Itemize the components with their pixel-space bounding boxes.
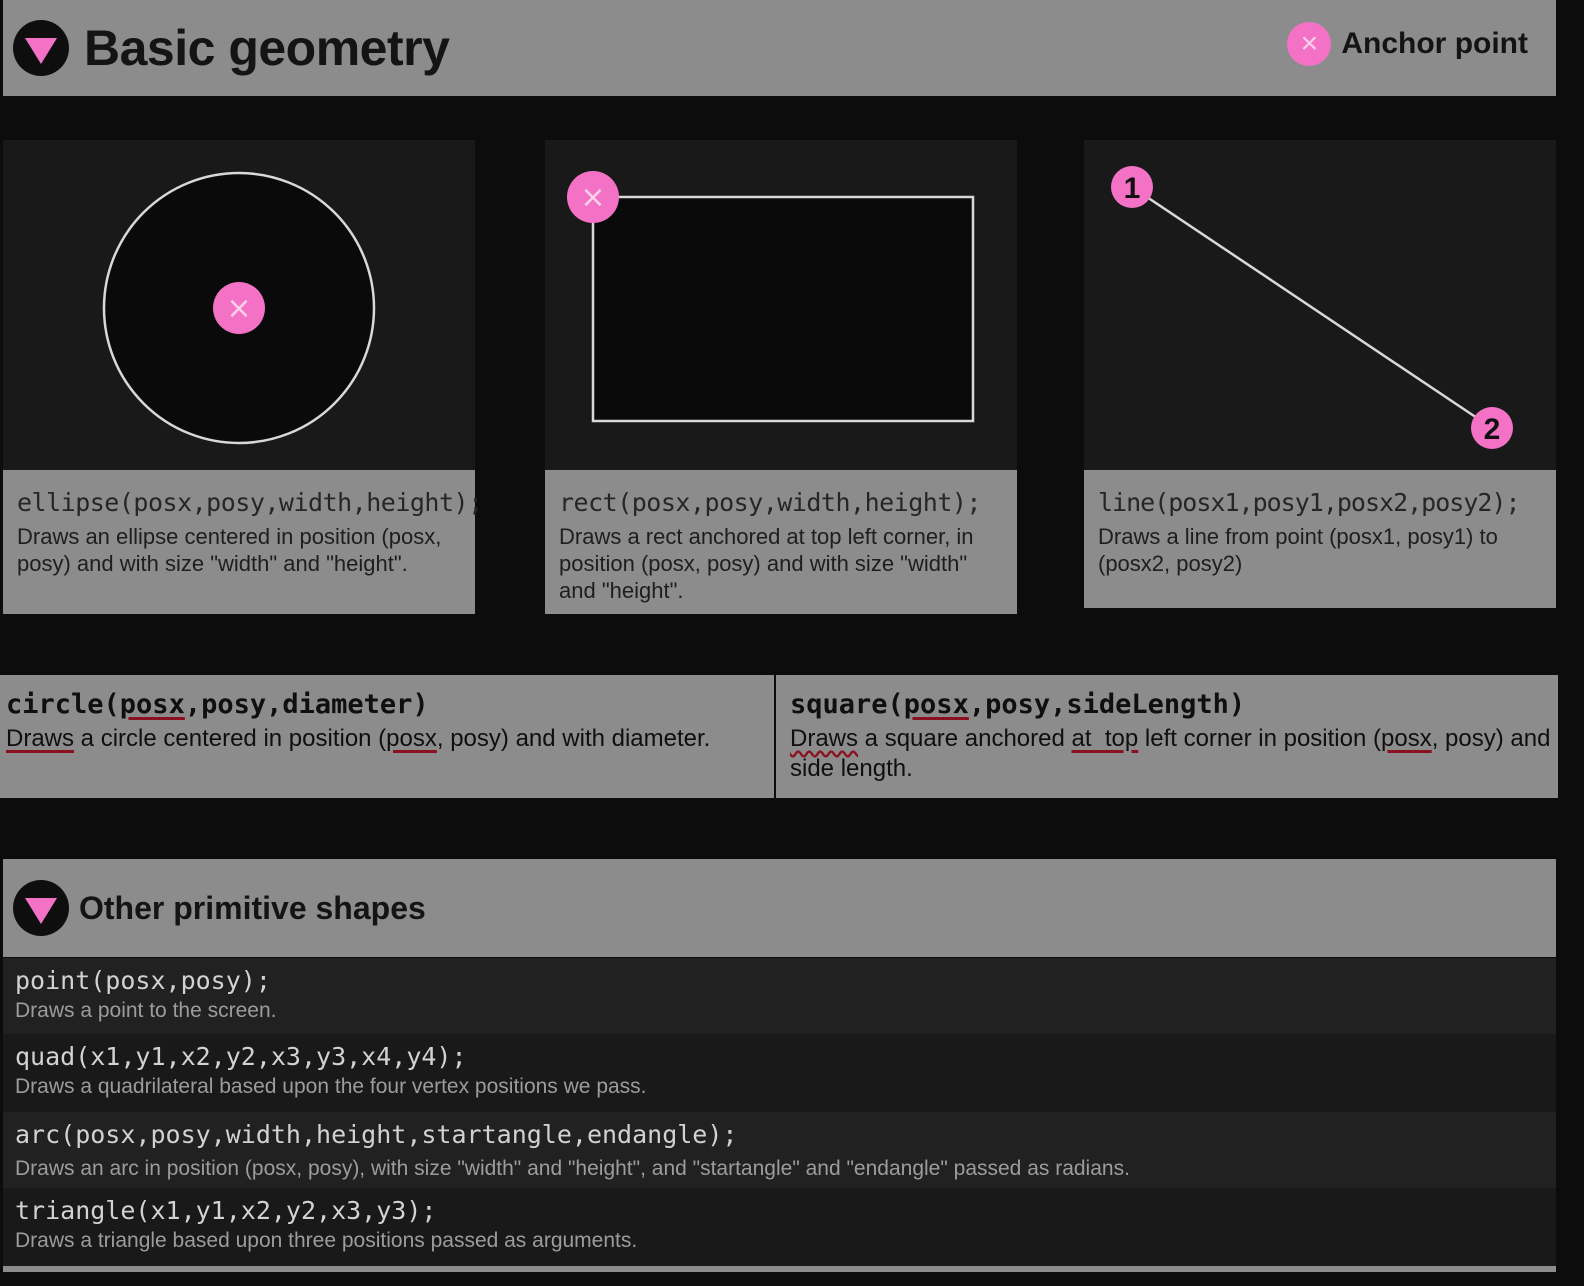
code-text: square( [790, 689, 904, 720]
list-item-code: point(posx,posy); [15, 966, 271, 995]
circle-code: circle(posx,posy,diameter) [6, 689, 768, 720]
rect-caption: rect(posx,posy,width,height); Draws a re… [545, 470, 1017, 614]
desc-text: a circle centered in position ( [74, 725, 387, 752]
ellipse-anchor-point [213, 282, 265, 334]
line-caption: line(posx1,posy1,posx2,posy2); Draws a l… [1084, 470, 1556, 608]
rect-anchor-point [567, 171, 619, 223]
spell-marked-word[interactable]: posx [1381, 725, 1432, 752]
rect-code: rect(posx,posy,width,height); [559, 488, 982, 517]
list-item-code: arc(posx,posy,width,height,startangle,en… [15, 1120, 738, 1149]
rect-shape [591, 195, 975, 423]
ellipse-code: ellipse(posx,posy,width,height); [17, 488, 483, 517]
code-text: ,posy,diameter) [184, 689, 429, 720]
point-1-label: 1 [1124, 172, 1141, 205]
circle-box: circle(posx,posy,diameter) Draws a circl… [0, 675, 774, 798]
list-item-arc: arc(posx,posy,width,height,startangle,en… [3, 1112, 1556, 1188]
page-title: Basic geometry [84, 20, 450, 76]
list-item-point: point(posx,posy); Draws a point to the s… [3, 958, 1556, 1034]
square-desc: Draws a square anchored at top left corn… [790, 724, 1552, 784]
triangle-down-icon [25, 898, 57, 924]
line-point-2 [1471, 407, 1513, 449]
section2-header-bar: Other primitive shapes [3, 859, 1556, 957]
line-desc: Draws a line from point (posx1, posy1) t… [1098, 524, 1498, 576]
anchor-point-icon: × [1287, 22, 1332, 66]
anchor-legend-label: Anchor point [1341, 27, 1528, 60]
spell-marked-word[interactable]: at top [1071, 725, 1139, 752]
list-item-code: quad(x1,y1,x2,y2,x3,y3,x4,y4); [15, 1042, 467, 1071]
line-code: line(posx1,posy1,posx2,posy2); [1098, 488, 1521, 517]
line-point-1 [1111, 166, 1153, 208]
line-diagram: 1 2 [1111, 166, 1513, 449]
ellipse-desc: Draws an ellipse centered in position (p… [17, 524, 442, 576]
list-item-code: triangle(x1,y1,x2,y2,x3,y3); [15, 1196, 437, 1225]
ellipse-caption: ellipse(posx,posy,width,height); Draws a… [3, 470, 483, 614]
anchor-x-icon: × [226, 291, 251, 326]
list-item-desc: Draws a quadrilateral based upon the fou… [15, 1075, 647, 1098]
ellipse-diagram: × [102, 171, 376, 445]
point-2-label: 2 [1484, 413, 1501, 446]
list-item-triangle: triangle(x1,y1,x2,y2,x3,y3); Draws a tri… [3, 1188, 1556, 1266]
section2-collapse-toggle-button[interactable] [13, 880, 69, 936]
desc-text: a square anchored [858, 725, 1072, 752]
line-diagram-panel: 1 2 [1084, 140, 1556, 470]
rect-desc: Draws a rect anchored at top left corner… [559, 524, 974, 603]
list-item-desc: Draws a triangle based upon three positi… [15, 1229, 638, 1252]
triangle-down-icon [25, 38, 57, 64]
anchor-x-icon: × [580, 180, 605, 215]
anchor-legend: × Anchor point [1287, 22, 1528, 66]
list-item-desc: Draws a point to the screen. [15, 999, 277, 1022]
spell-marked-word[interactable]: posx [119, 689, 185, 720]
square-code: square(posx,posy,sideLength) [790, 689, 1552, 720]
line-shape [1131, 185, 1493, 430]
desc-text: , posy) and with diameter. [436, 725, 711, 752]
rect-diagram: × [567, 171, 975, 423]
circle-desc: Draws a circle centered in position (pos… [6, 724, 768, 754]
collapse-toggle-button[interactable] [13, 20, 69, 76]
bottom-divider [3, 1266, 1556, 1272]
rect-diagram-panel: × [545, 140, 1017, 470]
section2-title: Other primitive shapes [79, 889, 426, 926]
grammar-marked-word[interactable]: Draws [790, 725, 859, 752]
spell-marked-word[interactable]: posx [903, 689, 969, 720]
header-bar: Basic geometry × Anchor point [3, 0, 1556, 96]
ellipse-diagram-panel: × [3, 140, 475, 470]
square-box: square(posx,posy,sideLength) Draws a squ… [776, 675, 1558, 798]
spell-marked-word[interactable]: Draws [6, 725, 75, 752]
code-text: circle( [6, 689, 120, 720]
list-item-quad: quad(x1,y1,x2,y2,x3,y3,x4,y4); Draws a q… [3, 1034, 1556, 1112]
spell-marked-word[interactable]: posx [386, 725, 437, 752]
code-text: ,posy,sideLength) [968, 689, 1246, 720]
list-item-desc: Draws an arc in position (posx, posy), w… [15, 1157, 1130, 1180]
desc-text: , posy) and side length. [790, 725, 1551, 782]
desc-text: left corner in position ( [1138, 725, 1381, 752]
